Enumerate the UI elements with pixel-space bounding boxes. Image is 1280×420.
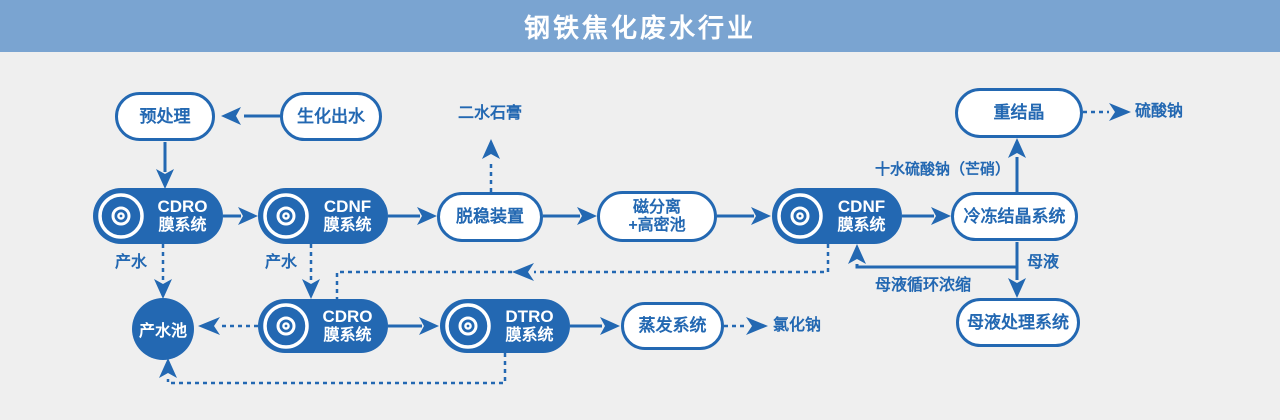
node-magnetic-separation: 磁分离 +高密池: [597, 191, 717, 242]
node-label: 冷冻结晶系统: [963, 206, 1066, 226]
membrane-disc-icon: [445, 303, 491, 349]
node-label: 产水池: [138, 323, 187, 340]
node-evaporation-system: 蒸发系统: [621, 302, 724, 350]
solid-edges: [163, 114, 1019, 328]
node-cdnf-membrane-top: CDNF 膜系统: [258, 188, 388, 244]
title-banner: 钢铁焦化废水行业: [0, 0, 1280, 52]
label-product-water-left: 产水: [114, 254, 148, 271]
node-label: 生化出水: [297, 106, 365, 126]
node-label: 母液处理系统: [967, 312, 1069, 332]
label-sodium-sulfate: 硫酸钠: [1135, 103, 1184, 120]
label-product-water-mid: 产水: [264, 254, 298, 271]
edge-cdnf-right-recycle-b: [335, 270, 512, 299]
membrane-disc-icon: [263, 193, 309, 239]
node-label: CDNF 膜系统: [837, 197, 886, 234]
label-dihydrate-gypsum: 二水石膏: [457, 105, 523, 122]
page-title: 钢铁焦化废水行业: [523, 12, 756, 43]
node-label: 蒸发系统: [638, 316, 707, 336]
node-label: 预处理: [139, 106, 191, 126]
node-product-water-pool: 产水池: [132, 298, 194, 360]
solid-arrowheads: [156, 107, 1026, 335]
label-mother-liquor-recycle: 母液循环浓缩: [875, 277, 972, 294]
node-label: 重结晶: [993, 103, 1045, 123]
edge-mother-liquor-recycle: [855, 264, 1017, 269]
node-label: CDRO 膜系统: [322, 307, 373, 344]
label-sodium-chloride: 氯化钠: [773, 317, 822, 334]
dashed-edge-arrowheads: [154, 103, 1131, 378]
label-sodium-sulfate-decahydrate: 十水硫酸钠（芒硝）: [874, 161, 1010, 178]
node-label: CDNF 膜系统: [323, 197, 372, 234]
node-label: 脱稳装置: [456, 207, 524, 227]
node-destabilization-unit: 脱稳装置: [437, 192, 543, 242]
node-pretreatment: 预处理: [115, 92, 215, 141]
node-dtro-membrane: DTRO 膜系统: [440, 299, 570, 353]
edge-dtro-to-pool: [166, 353, 507, 385]
edge-cdnf-right-recycle-a: [534, 244, 830, 274]
membrane-disc-icon: [98, 193, 144, 239]
node-biochemical-effluent: 生化出水: [280, 92, 382, 141]
node-cdnf-membrane-right: CDNF 膜系统: [772, 188, 902, 244]
node-recrystallization: 重结晶: [955, 88, 1083, 138]
node-label: CDRO 膜系统: [157, 197, 208, 234]
membrane-disc-icon: [263, 303, 309, 349]
dashed-edges: [161, 110, 1109, 385]
node-freeze-crystallization: 冷冻结晶系统: [951, 192, 1078, 241]
node-label: 磁分离 +高密池: [628, 198, 686, 234]
membrane-disc-icon: [777, 193, 823, 239]
node-cdro-membrane-top: CDRO 膜系统: [93, 188, 223, 244]
node-mother-liquor-treatment: 母液处理系统: [956, 298, 1080, 347]
node-label: DTRO 膜系统: [505, 307, 554, 344]
node-cdro-membrane-bottom: CDRO 膜系统: [258, 299, 388, 353]
label-mother-liquor: 母液: [1027, 254, 1060, 271]
